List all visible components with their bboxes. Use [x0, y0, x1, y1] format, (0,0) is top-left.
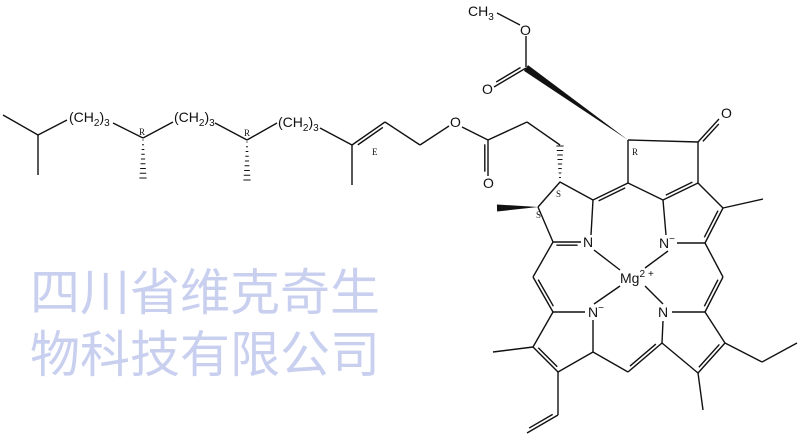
chain-carbonyl-oxygen-label: O [483, 175, 494, 191]
single-bond [662, 199, 667, 236]
wedge-bond [496, 204, 538, 212]
stereo-r-label-3: R [632, 147, 638, 157]
single-bond [644, 250, 669, 269]
single-bond [532, 241, 554, 278]
single-bond [142, 121, 174, 139]
single-bond [644, 285, 664, 305]
magnesium-label: Mg2+ [620, 269, 654, 286]
stereo-r-label-1: R [139, 127, 145, 137]
single-bond [704, 242, 724, 278]
double-bond [592, 182, 629, 201]
double-bond [704, 276, 724, 313]
nitrogen-label-d: N [658, 304, 668, 320]
single-bond [537, 181, 561, 208]
single-bond [697, 372, 704, 411]
watermark-text: 四川省维克奇生物科技有限公司 [30, 264, 380, 384]
stereo-s-label-1: S [556, 189, 561, 199]
single-bond [37, 119, 68, 136]
single-bond [419, 125, 450, 146]
double-bond [704, 207, 724, 244]
single-bond [590, 199, 594, 236]
double-bond [493, 67, 527, 88]
ch2-group-2: (CH2)3 [174, 109, 215, 129]
stereo-e-label: E [372, 147, 378, 157]
single-bond [461, 126, 489, 141]
single-bond [593, 249, 621, 271]
single-bond [724, 342, 763, 363]
double-bond-second-line [702, 123, 720, 142]
single-bond [627, 139, 699, 143]
double-bond-second-line [698, 343, 720, 368]
double-bond [532, 276, 554, 313]
double-bond-second-line [495, 66, 521, 83]
stereo-r-label-2: R [244, 128, 250, 138]
single-bond [214, 122, 248, 141]
double-bond [697, 342, 726, 374]
double-bond [662, 182, 699, 201]
methyl-label: CH3 [468, 3, 494, 23]
single-bond [661, 342, 699, 374]
single-bond [592, 351, 629, 373]
single-bond [319, 127, 353, 146]
single-bond [492, 346, 534, 353]
nitrogen-label-b: N− [659, 234, 675, 251]
ch2-group-3: (CH2)3 [278, 114, 319, 134]
single-bond [697, 182, 724, 209]
nitrogen-label-a: N [583, 234, 593, 250]
double-bond-second-line [629, 343, 657, 367]
single-bond [532, 311, 554, 348]
stereo-bonds [139, 65, 628, 212]
nitrogen-label-c: N− [588, 303, 604, 320]
double-bond [526, 414, 559, 434]
ch2-group-1: (CH2)3 [69, 109, 110, 129]
single-bond [2, 114, 39, 136]
single-bond [559, 181, 594, 201]
double-bond-second-line [537, 347, 558, 368]
bonds [2, 12, 798, 434]
wedge-bond [523, 65, 628, 140]
carbonyl-oxygen-label: O [482, 81, 493, 97]
ester-oxygen-label: O [520, 22, 531, 38]
ketone-oxygen-label: O [721, 105, 732, 121]
double-bond [697, 118, 720, 143]
single-bond [722, 198, 764, 209]
double-bond-second-line [357, 126, 384, 146]
single-bond [557, 351, 594, 373]
double-bond-second-line [665, 181, 693, 196]
double-bond [627, 342, 663, 373]
double-bond-second-line [703, 279, 719, 307]
single-bond [487, 121, 528, 141]
single-bond [704, 311, 726, 344]
stereo-s-label-2: S [536, 210, 541, 220]
double-bond-second-line [537, 279, 554, 307]
double-bond-second-line [528, 413, 554, 429]
double-bond [351, 121, 386, 146]
single-bond [526, 121, 561, 146]
single-bond [246, 122, 278, 141]
double-bond [532, 346, 559, 373]
single-bond [661, 320, 664, 344]
single-bond [537, 206, 554, 243]
single-bond [112, 122, 144, 139]
single-bond [384, 121, 421, 146]
single-bond [627, 182, 664, 201]
double-bond-second-line [703, 210, 719, 238]
single-bond [496, 12, 521, 26]
single-bond [761, 342, 798, 363]
double-bond-second-line [598, 187, 626, 202]
single-bond [593, 285, 621, 305]
chain-ester-oxygen-label: O [450, 114, 461, 130]
